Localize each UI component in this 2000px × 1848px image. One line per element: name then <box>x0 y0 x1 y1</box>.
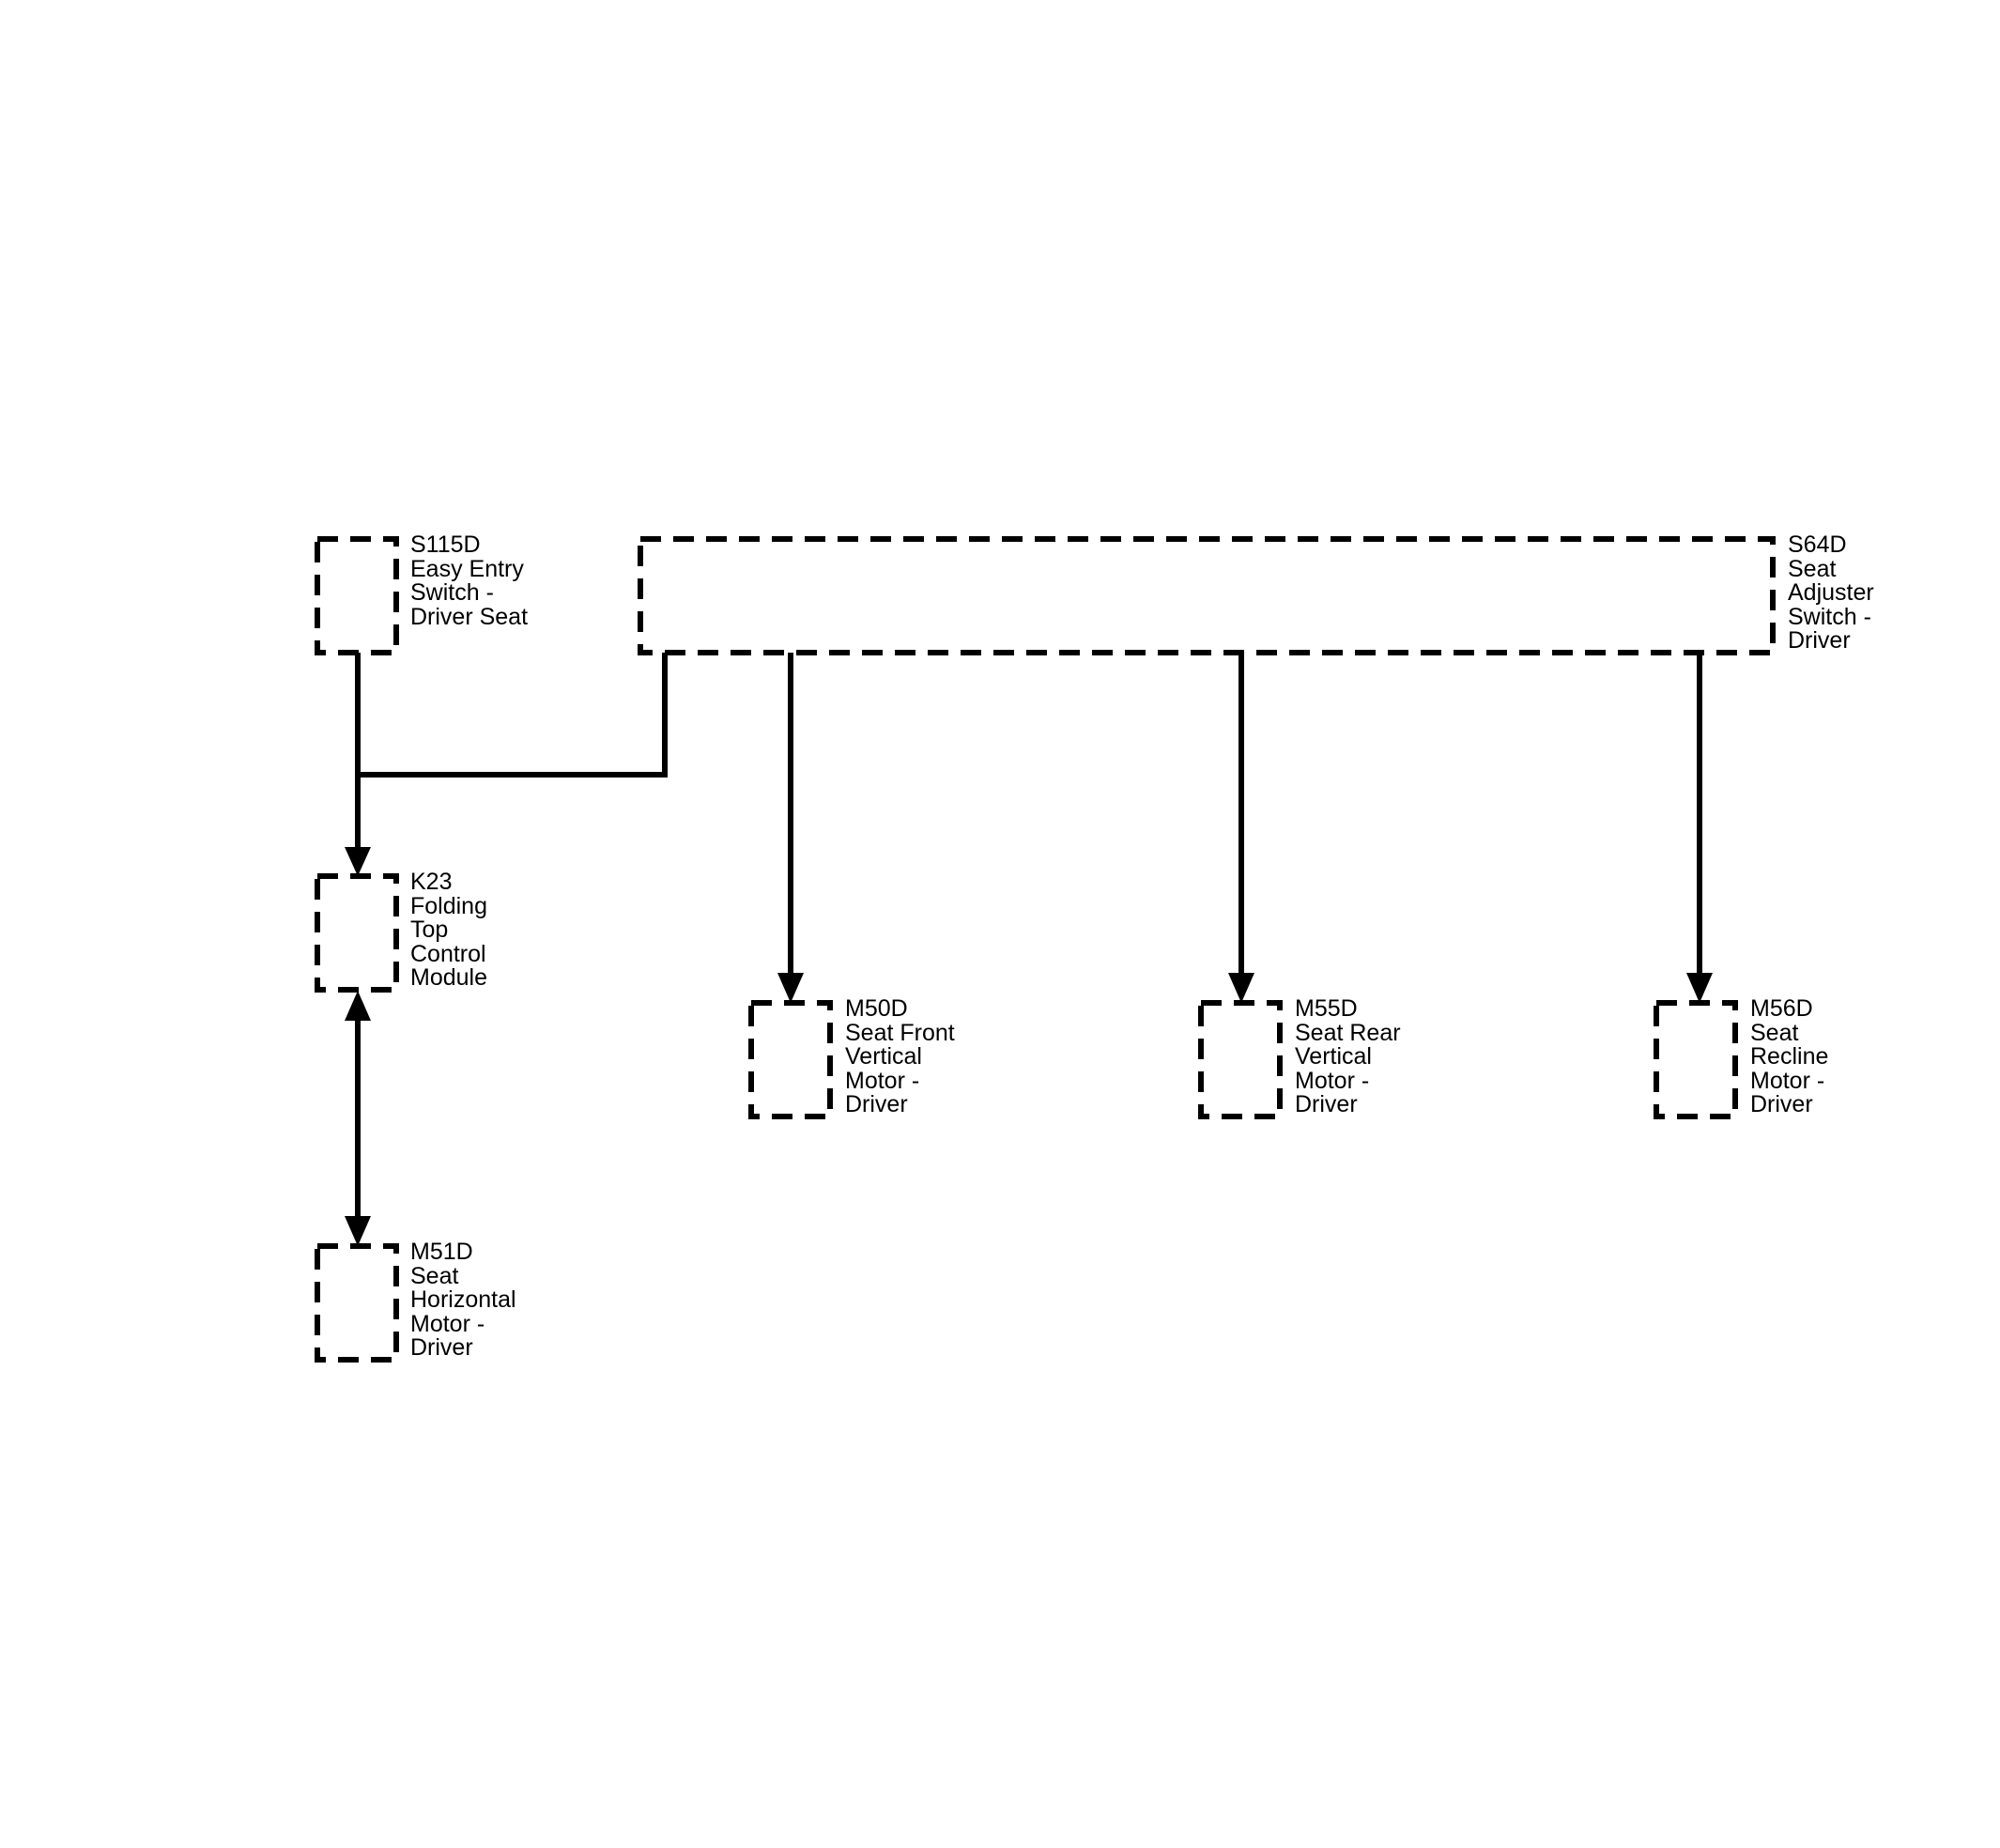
m50d-box <box>748 1000 833 1119</box>
s64d-label: S64D Seat Adjuster Switch - Driver <box>1788 531 1874 654</box>
m50d-label-line: Vertical <box>845 1043 922 1070</box>
k23-label-line: Module <box>410 964 487 991</box>
m55d-label-line: Seat Rear <box>1295 1019 1401 1046</box>
m51d-label: M51D Seat Horizontal Motor - Driver <box>410 1240 516 1361</box>
arrowhead-down-k23 <box>345 847 371 876</box>
s64d-label-line: Switch - <box>1788 603 1871 630</box>
s64d-box <box>638 536 1776 655</box>
k23-label-line: Folding <box>410 892 487 919</box>
s115d-label: S115D Easy Entry Switch - Driver Seat <box>410 531 529 630</box>
k23-label: K23 Folding Top Control Module <box>410 870 487 991</box>
k23-box <box>315 873 399 993</box>
m51d-box <box>315 1243 399 1363</box>
m56d-label: M56D Seat Recline Motor - Driver <box>1750 995 1829 1117</box>
m50d-label-line: Driver <box>845 1091 908 1117</box>
m56d-label-line: Seat <box>1750 1019 1799 1046</box>
s115d-label-line: Driver Seat <box>410 603 529 630</box>
m56d-label-line: M56D <box>1750 995 1813 1022</box>
m55d-label-line: Driver <box>1295 1091 1358 1117</box>
s64d-label-line: Driver <box>1788 627 1851 654</box>
s64d-label-line: S64D <box>1788 531 1847 558</box>
arrowhead-down-m56d <box>1686 973 1713 1003</box>
m55d-label-line: M55D <box>1295 995 1358 1022</box>
m55d-label-line: Vertical <box>1295 1043 1372 1070</box>
s115d-box <box>315 536 399 655</box>
k23-label-line: K23 <box>410 869 453 895</box>
wire-s64d-to-k23-junction <box>358 653 668 778</box>
m55d-label: M55D Seat Rear Vertical Motor - Driver <box>1295 995 1401 1117</box>
m56d-label-line: Recline <box>1750 1043 1829 1070</box>
k23-label-line: Top <box>410 916 449 943</box>
m51d-label-line: Horizontal <box>410 1286 516 1313</box>
m51d-label-line: Seat <box>410 1262 459 1289</box>
m50d-label-line: M50D <box>845 995 908 1022</box>
m56d-label-line: Driver <box>1750 1091 1813 1117</box>
m55d-box <box>1198 1000 1283 1119</box>
m50d-label: M50D Seat Front Vertical Motor - Driver <box>845 995 955 1117</box>
s64d-label-line: Seat <box>1788 555 1837 582</box>
arrowhead-down-m50d <box>777 973 804 1003</box>
arrowhead-up-k23 <box>345 991 371 1021</box>
m51d-label-line: M51D <box>410 1239 473 1265</box>
s115d-label-line: Switch - <box>410 579 494 606</box>
m56d-label-line: Motor - <box>1750 1067 1825 1094</box>
arrowhead-down-m51d <box>345 1216 371 1246</box>
s115d-label-line: S115D <box>410 531 481 558</box>
s115d-label-line: Easy Entry <box>410 555 524 582</box>
s64d-label-line: Adjuster <box>1788 579 1874 606</box>
m51d-label-line: Driver <box>410 1334 473 1361</box>
m50d-label-line: Seat Front <box>845 1019 955 1046</box>
m56d-box <box>1654 1000 1738 1119</box>
k23-label-line: Control <box>410 940 486 967</box>
m55d-label-line: Motor - <box>1295 1067 1370 1094</box>
m51d-label-line: Motor - <box>410 1310 485 1337</box>
m50d-label-line: Motor - <box>845 1067 920 1094</box>
arrowhead-down-m55d <box>1228 973 1254 1003</box>
